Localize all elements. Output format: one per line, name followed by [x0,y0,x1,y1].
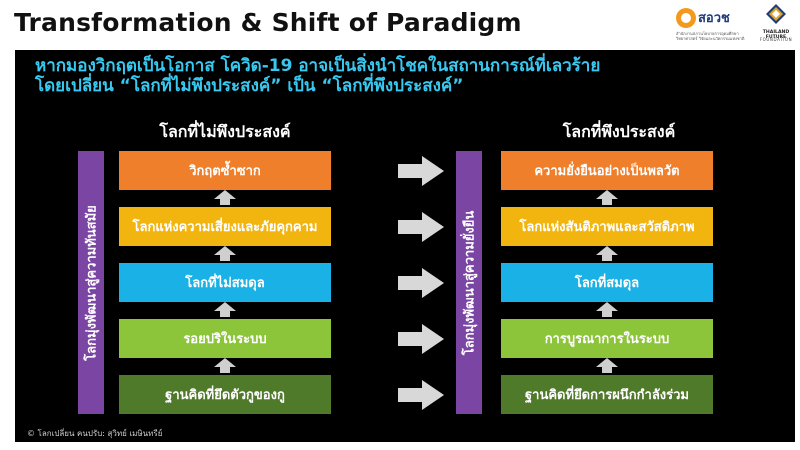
up-arrow-icon [214,302,236,317]
right-box-3: โลกที่สมดุล [501,263,713,302]
right-arrow-icon [398,268,444,298]
up-arrow-icon [214,246,236,261]
right-box-4: การบูรณาการในระบบ [501,319,713,358]
up-arrow-icon [596,190,618,205]
left-vertical-label: โลกมุ่งพัฒนาสู่ความทันสมัย [84,204,100,361]
right-vertical-label-bar: โลกมุ่งพัฒนาสู่ความยั่งยืน [456,151,482,414]
right-box-2: โลกแห่งสันติภาพและสวัสดิภาพ [501,207,713,246]
right-arrow-icon [398,156,444,186]
thailand-future-logo-sub: FOUNDATION [759,37,793,42]
up-arrow-icon [596,358,618,373]
sorp-logo-name: สอวช [698,11,730,26]
left-box-3: โลกที่ไม่สมดุล [119,263,331,302]
slide-title: Transformation & Shift of Paradigm [14,8,522,37]
headline: หากมองวิกฤตเป็นโอกาส โควิด-19 อาจเป็นสิ่… [35,56,600,96]
thailand-future-logo: THAILAND FUTURE FOUNDATION [754,2,798,48]
right-column-title: โลกที่พึงประสงค์ [562,122,676,141]
right-box-1: ความยั่งยืนอย่างเป็นพลวัต [501,151,713,190]
diamond-icon [766,4,786,24]
sorp-logo-subtitle: สำนักงานสภานโยบายการอุดมศึกษา วิทยาศาสตร… [676,31,745,41]
thailand-future-logo-name: THAILAND FUTURE [762,30,790,40]
sorp-logo-icon [676,8,696,28]
diagram-panel: หากมองวิกฤตเป็นโอกาส โควิด-19 อาจเป็นสิ่… [15,50,795,442]
right-arrow-icon [398,324,444,354]
right-vertical-label: โลกมุ่งพัฒนาสู่ความยั่งยืน [462,210,478,355]
headline-line-1: หากมองวิกฤตเป็นโอกาส โควิด-19 อาจเป็นสิ่… [35,56,601,76]
up-arrow-icon [596,302,618,317]
left-box-2: โลกแห่งความเสี่ยงและภัยคุกคาม [119,207,331,246]
left-box-4: รอยปริในระบบ [119,319,331,358]
left-column-title: โลกที่ไม่พึงประสงค์ [159,122,291,141]
up-arrow-icon [214,190,236,205]
left-box-1: วิกฤตซ้ำซาก [119,151,331,190]
left-vertical-label-bar: โลกมุ่งพัฒนาสู่ความทันสมัย [78,151,104,414]
up-arrow-icon [214,358,236,373]
up-arrow-icon [596,246,618,261]
right-box-5: ฐานคิดที่ยึดการผนึกกำลังร่วม [501,375,713,414]
credit-text: © โลกเปลี่ยน คนปรับ: สุวิทย์ เมษินทรีย์ [27,429,163,438]
left-box-5: ฐานคิดที่ยึดตัวกูของกู [119,375,331,414]
headline-line-2: โดยเปลี่ยน “โลกที่ไม่พึงประสงค์” เป็น “โ… [35,76,464,96]
right-arrow-icon [398,212,444,242]
right-arrow-icon [398,380,444,410]
sorp-logo: สอวช สำนักงานสภานโยบายการอุดมศึกษา วิทยา… [676,4,748,48]
